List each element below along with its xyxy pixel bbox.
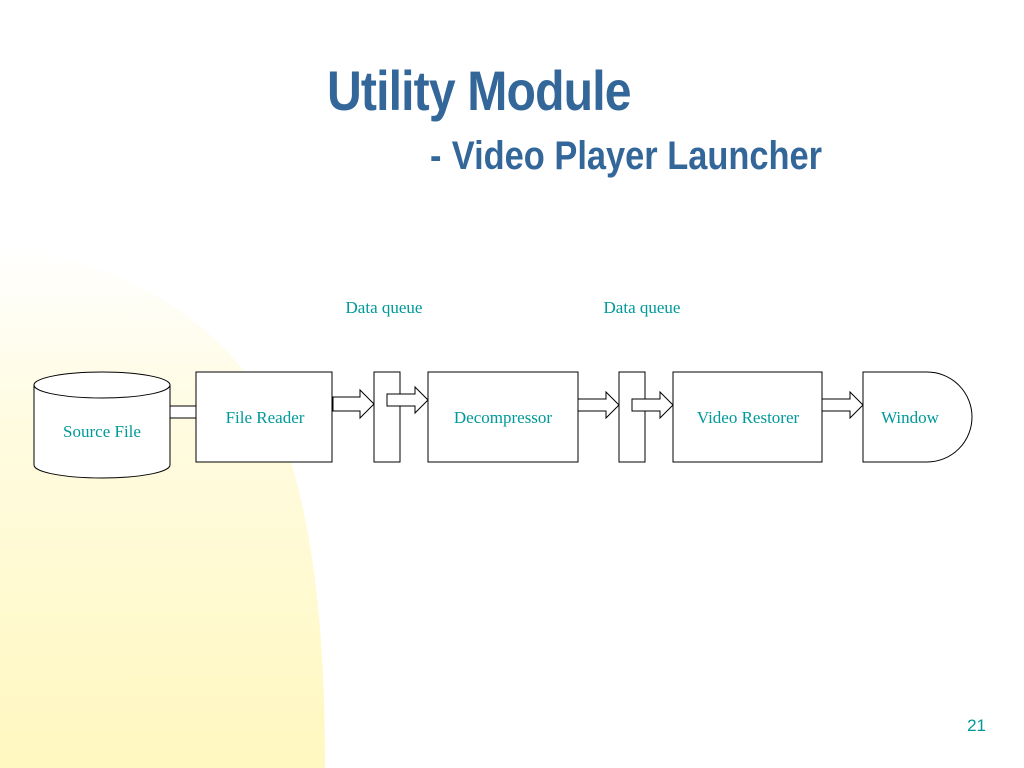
- subtitle-text: Video Player Launcher: [451, 134, 823, 178]
- decompressor-box: [427, 371, 579, 463]
- data-queue-2-label: Data queue: [603, 298, 681, 317]
- video-restorer-box: [672, 371, 823, 463]
- arrow-restorer-to-window: [821, 390, 864, 420]
- source-file-cylinder: [33, 385, 171, 479]
- data-queue-2: [618, 371, 646, 463]
- window-label: Window: [881, 408, 939, 427]
- page-number: 21: [967, 716, 986, 735]
- decompressor-label: Decompressor: [453, 408, 553, 427]
- window-display-shape: [862, 371, 973, 463]
- file-reader-label: File Reader: [225, 408, 305, 427]
- video-restorer-label: Video Restorer: [696, 408, 800, 427]
- subtitle-dash: -: [430, 134, 442, 178]
- page-subtitle: -Video Player Launcher: [430, 134, 822, 179]
- arrow-reader-to-queue-1: [332, 388, 375, 420]
- arrow-queue-2-to-restorer: [631, 390, 674, 420]
- source-file-cylinder-top: [33, 371, 171, 399]
- arrow-queue-1-to-decompressor: [386, 385, 429, 415]
- data-queue-1-label: Data queue: [345, 298, 423, 317]
- source-file-label: Source File: [63, 422, 141, 441]
- arrow-decompressor-to-queue-2: [577, 390, 620, 420]
- data-queue-1: [373, 371, 401, 463]
- page-title: Utility Module: [327, 59, 632, 122]
- file-reader-box: [195, 371, 333, 463]
